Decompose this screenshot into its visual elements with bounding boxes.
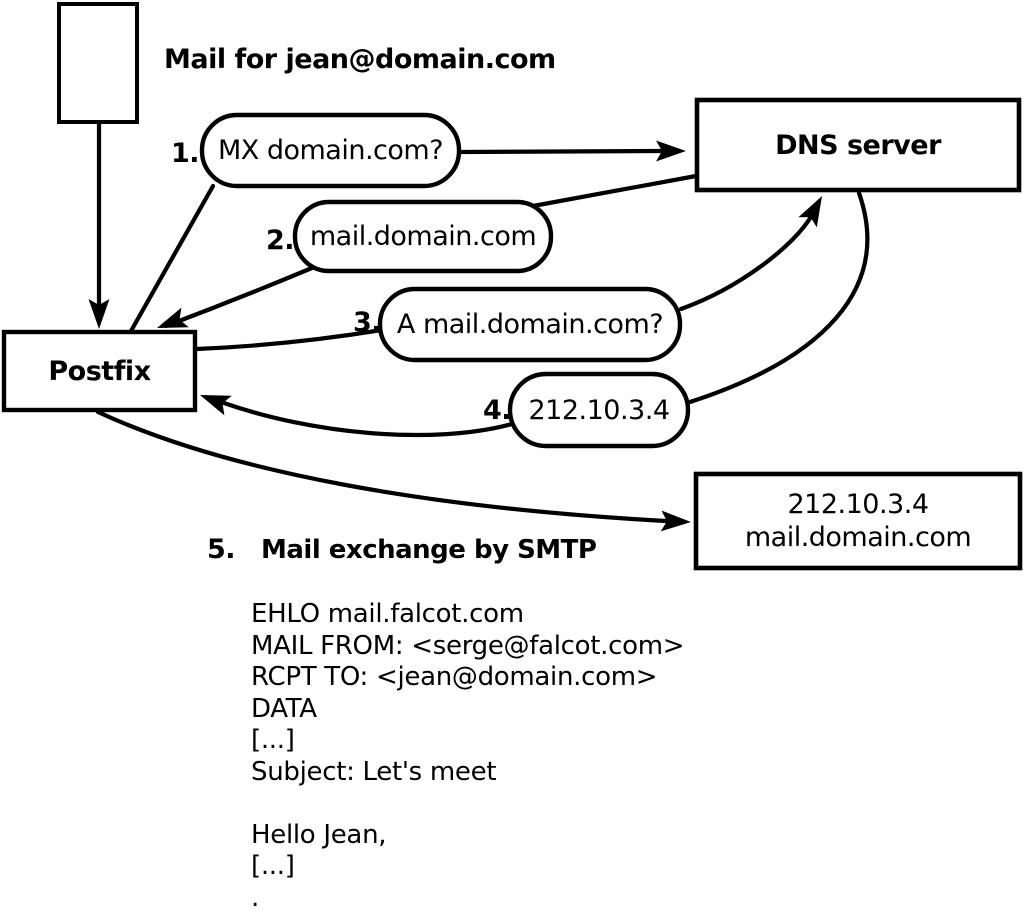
step-2-number: 2. [266, 225, 295, 256]
smtp-line-rcpt-to: RCPT TO: <jean@domain.com> [251, 662, 658, 692]
arrow-mx-answer-to-postfix-shaft [163, 265, 315, 329]
connector-lines [95, 119, 870, 524]
arrow-smtp-to-mailserver-shaft [95, 409, 669, 524]
step-1-number: 1. [171, 138, 200, 169]
mx-query-label: MX domain.com? [217, 135, 444, 166]
step-5-number: 5. [207, 534, 236, 565]
line-postfix-to-mx-oval [128, 183, 216, 334]
arrowhead-smtp-into-mailserver [660, 510, 691, 532]
arrowhead-into-postfix-top [88, 299, 110, 329]
mail-server-ip: 212.10.3.4 [787, 489, 930, 520]
a-query-label: A mail.domain.com? [396, 309, 664, 340]
smtp-session-transcript: EHLO mail.falcot.com MAIL FROM: <serge@f… [251, 599, 685, 914]
dns-server-box [694, 97, 1022, 193]
diagram-title: Mail for jean@domain.com [164, 44, 556, 75]
a-query-oval [377, 286, 683, 363]
smtp-line-subject: Subject: Let's meet [251, 756, 497, 787]
smtp-line-data: DATA [251, 693, 317, 724]
arrow-mx-query-to-dns-shaft [458, 148, 665, 155]
arrowhead-into-dns-left [656, 140, 686, 162]
mx-answer-oval [292, 199, 554, 274]
smtp-line-greeting: Hello Jean, [251, 819, 387, 850]
step-5-label: Mail exchange by SMTP [261, 535, 597, 565]
arrowheads [88, 140, 822, 532]
arrowhead-a-answer-into-postfix [200, 395, 232, 416]
arrowhead-a-query-into-dns [798, 196, 822, 228]
node-shapes [1, 2, 1023, 571]
line-postfix-to-a-query-oval [194, 327, 385, 352]
smtp-line-mail-from: MAIL FROM: <serge@falcot.com> [251, 630, 685, 661]
line-dns-to-mx-answer-oval [530, 173, 699, 209]
smtp-line-end-dot: . [251, 882, 259, 913]
dns-server-label: DNS server [775, 129, 941, 161]
line-dns-to-a-answer-oval [687, 190, 870, 405]
mail-source-box [57, 2, 139, 124]
mail-server-label: 212.10.3.4 mail.domain.com [696, 474, 1020, 568]
smtp-line-blank [251, 788, 684, 820]
arrow-a-answer-to-postfix-shaft [221, 400, 515, 438]
smtp-line-ellipsis-1: [...] [251, 725, 295, 755]
step-4-number: 4. [483, 395, 512, 426]
a-answer-label: 212.10.3.4 [528, 394, 671, 426]
mx-answer-label: mail.domain.com [309, 221, 537, 252]
mail-server-box [693, 471, 1023, 571]
mail-server-hostname: mail.domain.com [744, 522, 972, 553]
mx-query-oval [199, 112, 462, 189]
smtp-line-ehlo: EHLO mail.falcot.com [251, 599, 524, 629]
postfix-label: Postfix [48, 355, 151, 387]
a-answer-oval [507, 371, 691, 449]
arrowhead-mx-answer-into-postfix [157, 307, 189, 328]
step-3-number: 3. [353, 307, 382, 338]
postfix-box [1, 329, 198, 413]
smtp-line-ellipsis-2: [...] [251, 851, 295, 881]
arrow-a-query-to-dns-shaft [678, 212, 815, 312]
